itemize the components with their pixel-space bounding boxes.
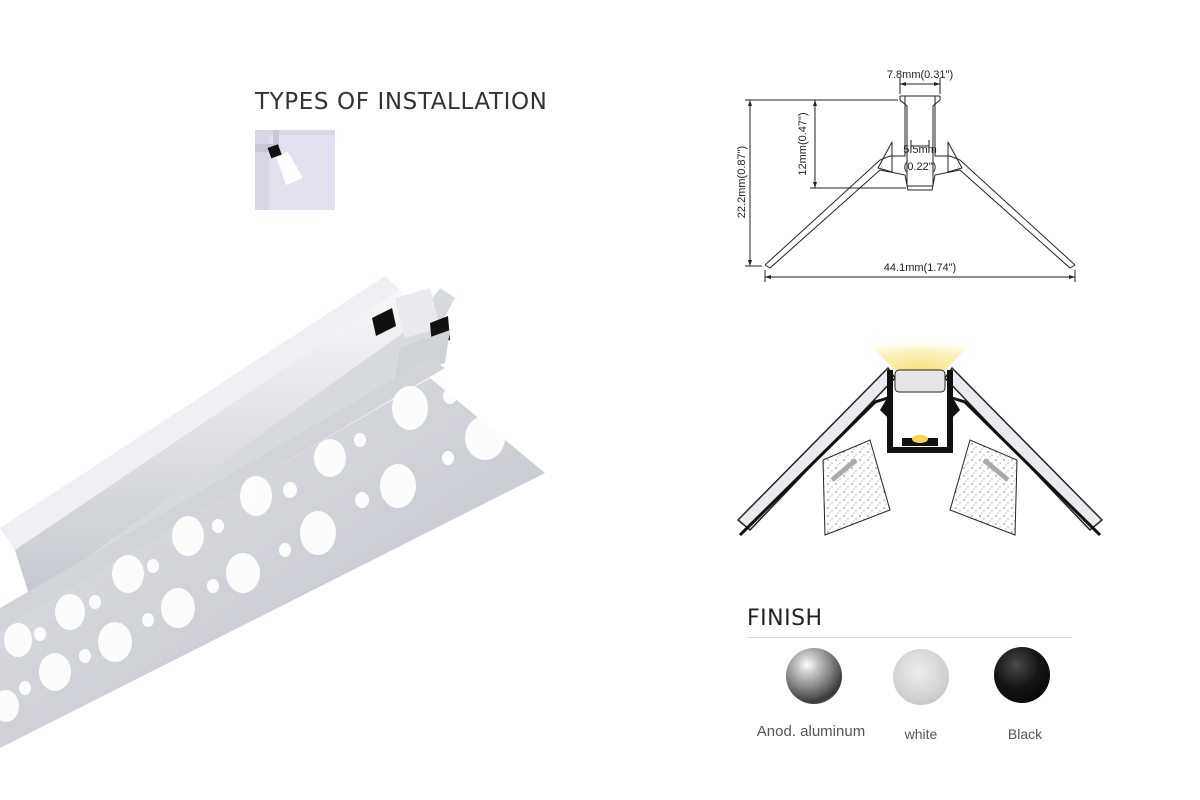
inner-height-label: 12mm(0.47") (797, 112, 809, 175)
total-height-label: 22.2mm(0.87") (736, 146, 748, 218)
total-width-label: 44.1mm(1.74") (884, 262, 956, 274)
profile-product-render (0, 276, 545, 748)
finish-title: FINISH (747, 606, 823, 631)
installation-title: TYPES OF INSTALLATION (255, 89, 548, 115)
white-swatch (893, 649, 949, 705)
corner-mount-icon (255, 130, 335, 210)
top-opening-label: 7.8mm(0.31") (887, 69, 953, 81)
profile-dimension-drawing: 7.8mm(0.31") 5.5mm (0.22") 12mm(0.47") 2… (736, 69, 1076, 282)
black-label: Black (1007, 726, 1043, 742)
anodized-aluminum-label: Anod. aluminum (756, 723, 866, 740)
anodized-aluminum-swatch (786, 648, 842, 704)
white-label: white (904, 726, 938, 742)
black-swatch (994, 647, 1050, 703)
inner-width-inch-label: (0.22") (904, 161, 937, 173)
finish-divider (747, 637, 1072, 638)
inner-width-label: 5.5mm (903, 144, 937, 156)
installed-section-drawing (736, 332, 1104, 537)
